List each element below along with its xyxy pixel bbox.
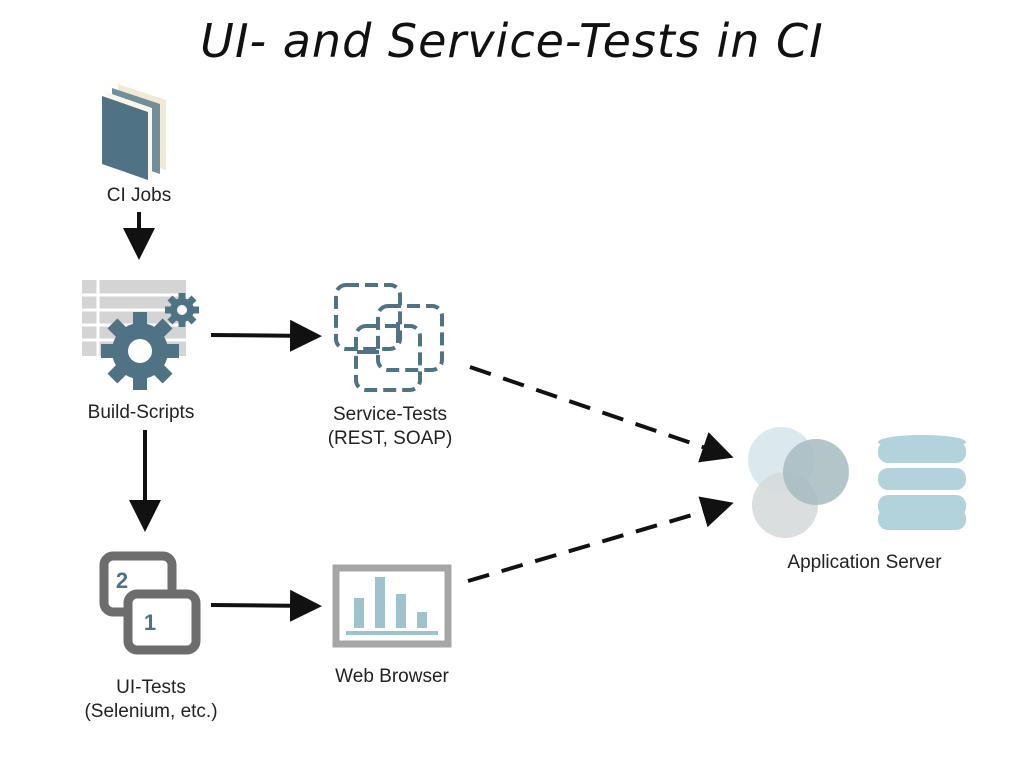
books-icon — [102, 84, 166, 180]
arrow-build-to-service — [210, 319, 322, 352]
label-service-tests-line2: (REST, SOAP) — [327, 428, 453, 449]
label-build-scripts: Build-Scripts — [87, 402, 195, 423]
arrow-uitests-to-browser — [210, 589, 322, 622]
gears-spreadsheet-icon — [82, 280, 199, 390]
label-application-server: Application Server — [787, 552, 942, 573]
label-web-browser: Web Browser — [335, 666, 449, 687]
linked-dashed-squares-icon — [334, 283, 444, 392]
ui-test-badge-2: 2 — [116, 568, 128, 593]
label-service-tests-line1: Service-Tests — [332, 404, 448, 425]
label-ci-jobs: CI Jobs — [106, 185, 172, 206]
arrow-service-to-appserver — [469, 365, 734, 463]
label-ui-tests: UI-Tests (Selenium, etc.) — [66, 676, 236, 724]
browser-chart-icon — [332, 564, 452, 648]
flow-arrows — [123, 212, 734, 622]
diagram-title: UI- and Service-Tests in CI — [200, 14, 824, 68]
arrow-browser-to-appserver — [467, 496, 734, 583]
ui-test-badge-1: 1 — [144, 610, 156, 635]
label-ui-tests-line2: (Selenium, etc.) — [84, 701, 218, 722]
server-database-icon — [748, 427, 966, 538]
stacked-windows-icon: 2 1 — [99, 551, 201, 655]
label-service-tests: Service-Tests (REST, SOAP) — [310, 403, 470, 451]
label-ui-tests-line1: UI-Tests — [116, 677, 186, 698]
